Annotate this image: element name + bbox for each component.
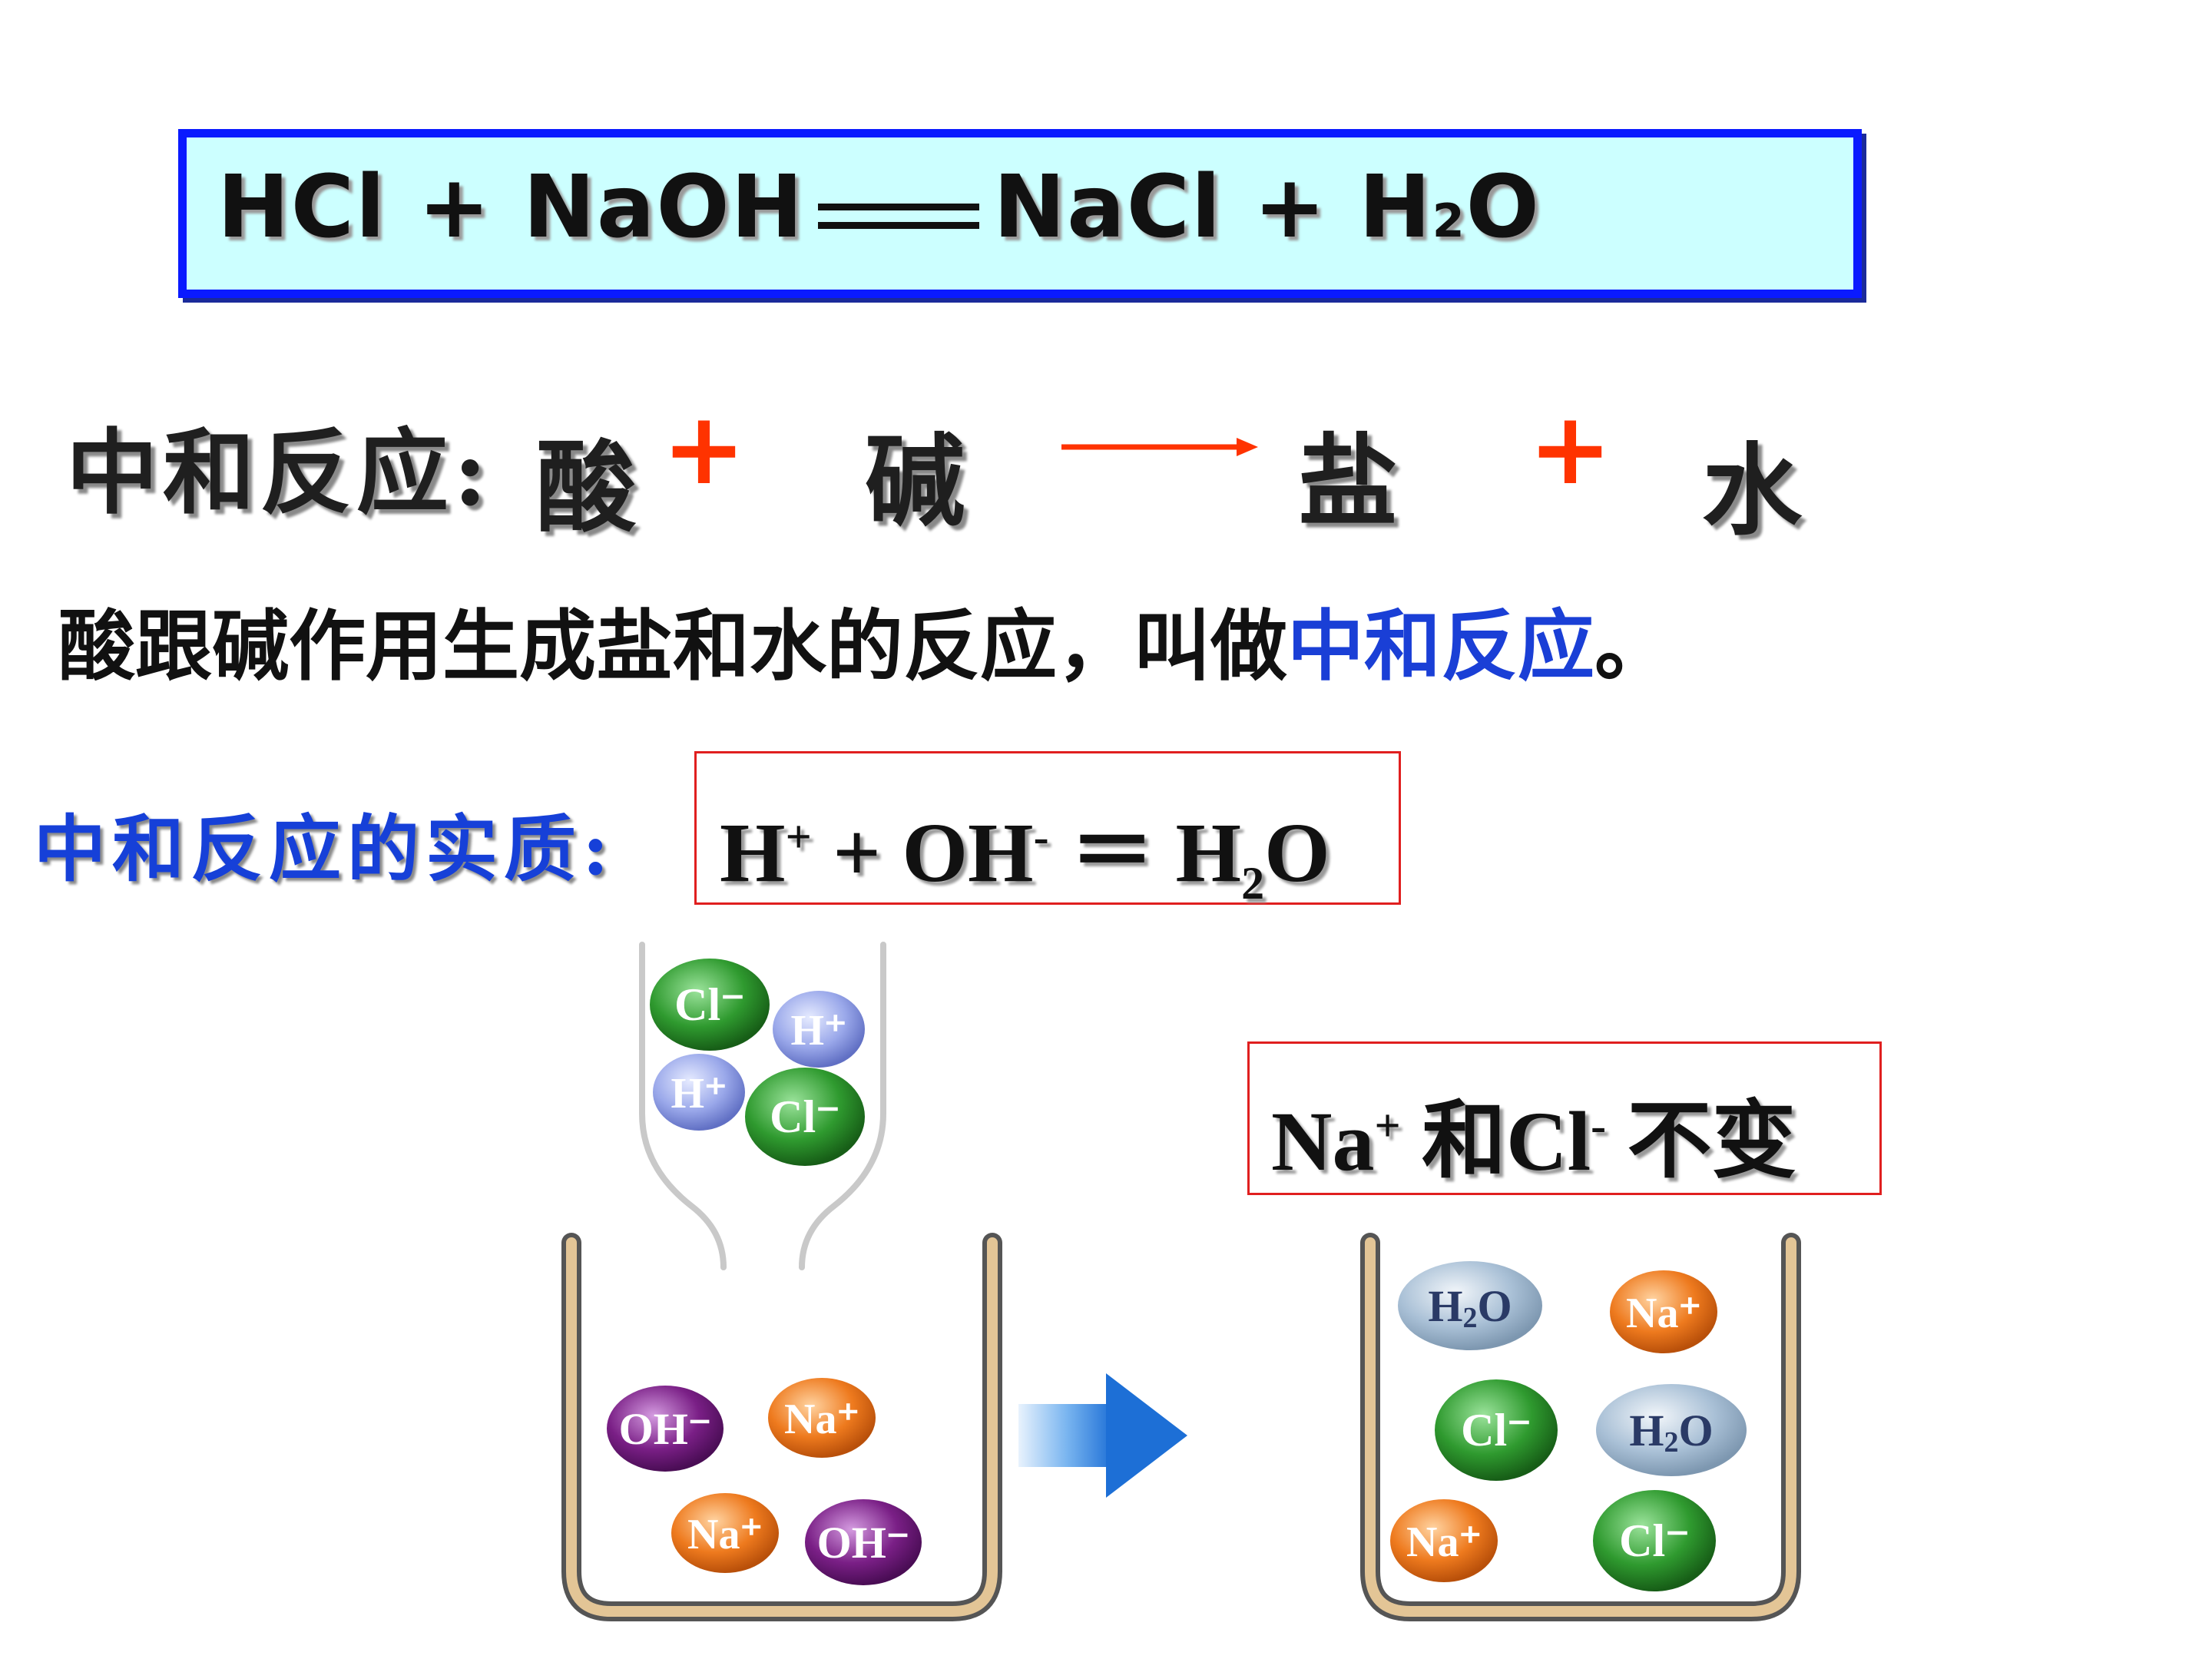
- ion-cl: Cl⁻: [1435, 1379, 1558, 1481]
- reaction-arrow-icon: [1061, 438, 1258, 456]
- word-water: 水: [1702, 432, 1803, 549]
- ionic-oh-charge: -: [1033, 811, 1049, 863]
- equation-reactants: HCl + NaOH: [217, 157, 805, 257]
- equation-subscript: 2: [1432, 194, 1466, 248]
- definition-text: 酸跟碱作用生成盐和水的反应，叫做中和反应。: [58, 584, 1671, 695]
- ion-na: Na⁺: [1610, 1270, 1717, 1353]
- ion-na: Na⁺: [671, 1493, 779, 1573]
- ion-cl: Cl⁻: [1593, 1490, 1716, 1591]
- ion-cl-label: Cl⁻: [770, 1091, 840, 1142]
- ionic-oh: + OH: [811, 806, 1034, 899]
- ion-oh-label: OH⁻: [817, 1518, 910, 1568]
- unchanged-cl: 和Cl: [1400, 1094, 1591, 1188]
- chemical-equation: HCl + NaOH NaCl + H2O: [217, 157, 1541, 257]
- molecule-h2o: H2O: [1596, 1384, 1747, 1476]
- equation-products-end: O: [1465, 157, 1541, 257]
- ion-na-label: Na⁺: [784, 1396, 859, 1443]
- molecule-h2o-label: H2O: [1629, 1406, 1713, 1459]
- ion-na-label: Na⁺: [687, 1511, 763, 1558]
- essence-label: 中和反应的实质:: [34, 807, 615, 892]
- ion-na-label: Na⁺: [1626, 1290, 1701, 1337]
- ion-h: H⁺: [653, 1054, 745, 1131]
- equation-box: HCl + NaOH NaCl + H2O: [178, 129, 1862, 298]
- ion-na: Na⁺: [1390, 1499, 1498, 1582]
- ion-oh: OH⁻: [805, 1499, 922, 1585]
- ion-na-label: Na⁺: [1406, 1518, 1482, 1566]
- word-plus-1: +: [662, 390, 746, 507]
- unchanged-na: Na: [1271, 1094, 1375, 1188]
- ion-h-label: H⁺: [790, 1007, 846, 1055]
- ionic-sub: 2: [1241, 858, 1265, 909]
- ion-cl: Cl⁻: [745, 1068, 865, 1166]
- ion-h: H⁺: [773, 991, 865, 1068]
- unchanged-text: Na+ 和Cl- 不变: [1271, 1071, 1796, 1194]
- word-base: 碱: [865, 422, 965, 540]
- process-arrow-icon: [1018, 1373, 1187, 1498]
- definition-main: 酸跟碱作用生成盐和水的反应，叫做: [58, 601, 1287, 691]
- molecule-h2o-label: H2O: [1428, 1281, 1512, 1334]
- ion-oh-label: OH⁻: [619, 1404, 712, 1454]
- molecule-h2o: H2O: [1398, 1261, 1542, 1350]
- ion-na: Na⁺: [768, 1378, 876, 1458]
- definition-highlight: 中和反应: [1287, 601, 1594, 691]
- definition-end: 。: [1594, 601, 1671, 691]
- equation-products: NaCl + H: [993, 157, 1432, 257]
- dropper-icon: [639, 942, 886, 1270]
- unchanged-end: 不变: [1606, 1094, 1796, 1188]
- ionic-h-charge: +: [785, 811, 812, 863]
- left-beaker-icon: [561, 1233, 1002, 1621]
- unchanged-cl-charge: -: [1591, 1100, 1607, 1151]
- word-salt: 盐: [1298, 422, 1399, 540]
- equals-double-line: [818, 190, 980, 236]
- unchanged-na-charge: +: [1374, 1100, 1401, 1151]
- neutralization-label: 中和反应:: [66, 419, 492, 527]
- ionic-equation: H+ + OH- ＝ H2O: [720, 783, 1330, 910]
- ionic-h: H: [720, 806, 786, 899]
- ionic-equation-box: H+ + OH- ＝ H2O: [694, 751, 1401, 909]
- ion-cl-label: Cl⁻: [1619, 1515, 1690, 1566]
- ionic-eq-h: ＝ H: [1048, 806, 1242, 899]
- ion-h-label: H⁺: [671, 1070, 727, 1118]
- ion-cl-label: Cl⁻: [1461, 1405, 1532, 1455]
- ionic-o: O: [1264, 806, 1330, 899]
- word-acid: 酸: [536, 429, 637, 546]
- ion-cl-label: Cl⁻: [674, 979, 745, 1030]
- unchanged-box: Na+ 和Cl- 不变: [1247, 1041, 1882, 1195]
- ion-oh: OH⁻: [607, 1386, 724, 1472]
- ion-cl: Cl⁻: [650, 959, 770, 1051]
- right-beaker-icon: [1360, 1233, 1801, 1621]
- word-plus-2: +: [1528, 390, 1612, 507]
